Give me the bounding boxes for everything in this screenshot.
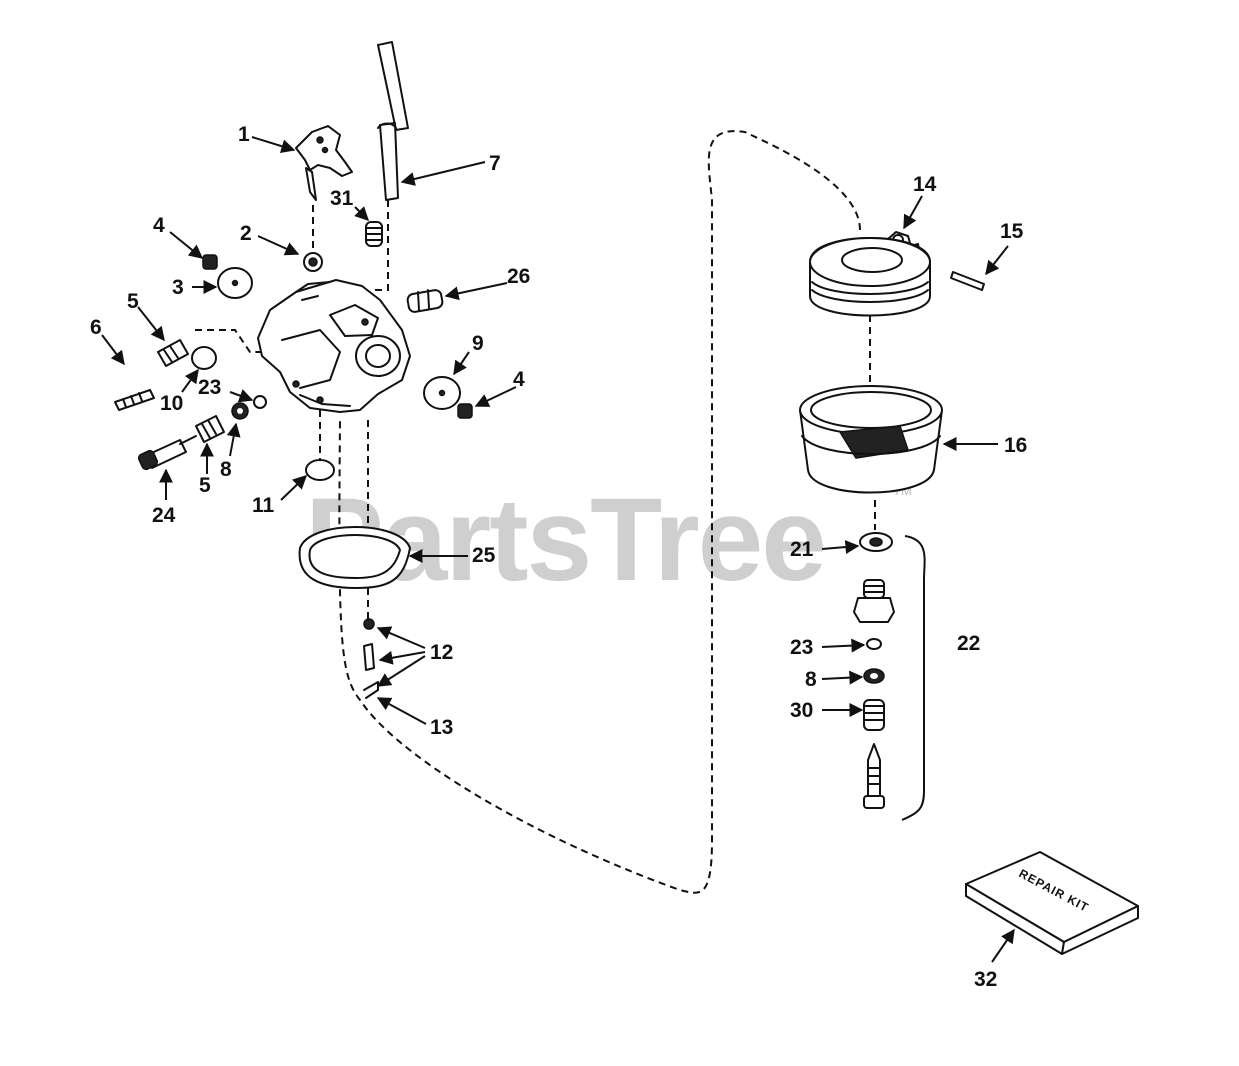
- part-choke-plate: [423, 376, 461, 410]
- part-screw-4-left: [202, 254, 218, 270]
- part-gasket-11: [305, 459, 335, 481]
- callout-13: 13: [430, 716, 453, 739]
- part-bowl-gasket-ring: [298, 526, 411, 589]
- callout-10: 10: [160, 392, 183, 415]
- callout-1: 1: [238, 123, 250, 146]
- part-spring-2: [303, 252, 323, 272]
- part-carburetor-body: [257, 279, 411, 413]
- part-washer-21: [859, 532, 893, 552]
- part-needle-24: [137, 435, 197, 471]
- part-jet-5-lower: [195, 415, 225, 443]
- callout-5-lower: 5: [199, 474, 211, 497]
- callout-12: 12: [430, 641, 453, 664]
- part-float: [809, 237, 931, 317]
- callout-8-right: 8: [805, 668, 817, 691]
- leader-arrows: [101, 136, 1015, 963]
- part-fitting-26: [406, 289, 444, 313]
- bracket-22: [901, 535, 926, 821]
- callout-6: 6: [90, 316, 102, 339]
- part-screw-4-right: [457, 403, 473, 419]
- callout-4-left: 4: [153, 214, 165, 237]
- part-throttle-plate: [217, 267, 253, 299]
- part-12-set: [363, 618, 375, 671]
- callout-32: 32: [974, 968, 997, 991]
- callout-26: 26: [507, 265, 530, 288]
- callout-11: 11: [252, 494, 275, 517]
- part-washer-23-left: [253, 395, 267, 409]
- part-throttle-lever: [295, 125, 353, 201]
- callout-9: 9: [472, 332, 484, 355]
- part-choke-rod: [377, 41, 409, 201]
- callout-labels: 1 7 31 2 4 3 26 5 6 9 10 23 4 8 5 24 11 …: [90, 123, 1027, 991]
- callout-5-upper: 5: [127, 290, 139, 313]
- dash-left-jet: [195, 329, 275, 353]
- callout-15: 15: [1000, 220, 1024, 243]
- callout-8-left: 8: [220, 458, 232, 481]
- callout-24: 24: [152, 504, 176, 527]
- callout-7: 7: [489, 152, 501, 175]
- part-bowl-16: [799, 385, 943, 494]
- callout-3: 3: [172, 276, 184, 299]
- main-dashed-loop: [338, 130, 861, 894]
- part-clip-13: [363, 681, 379, 699]
- callout-25: 25: [472, 544, 496, 567]
- callout-16: 16: [1004, 434, 1027, 457]
- part-inlet-assembly-22: [853, 579, 895, 809]
- callout-4-right: 4: [513, 368, 525, 391]
- callout-30: 30: [790, 699, 813, 722]
- callout-22: 22: [957, 632, 980, 655]
- callout-23-left: 23: [198, 376, 221, 399]
- part-spring-31: [365, 221, 383, 247]
- callout-2: 2: [240, 222, 252, 245]
- part-jet-5-upper: [157, 339, 189, 367]
- callout-21: 21: [790, 538, 814, 561]
- part-oring-8-left: [231, 402, 249, 420]
- dash-rod-down: [372, 200, 389, 291]
- callout-23-right: 23: [790, 636, 813, 659]
- callout-14: 14: [913, 173, 937, 196]
- part-disc-10: [191, 346, 217, 370]
- part-repair-kit: REPAIR KIT: [965, 851, 1139, 955]
- part-screw-6: [114, 389, 155, 411]
- callout-31: 31: [330, 187, 354, 210]
- part-pin-15: [950, 271, 985, 291]
